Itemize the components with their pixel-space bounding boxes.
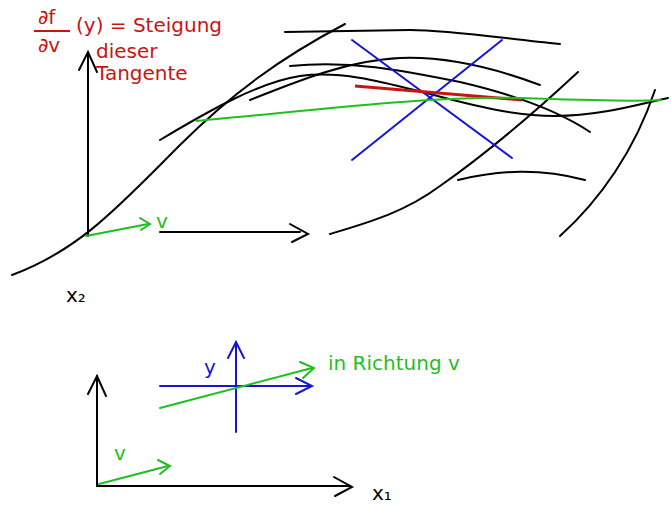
direction-note: in Richtung v [328,352,460,374]
fraction-denominator: ∂v [38,34,60,56]
axis-label: x₁ [372,482,392,504]
surface-sketch [12,24,668,275]
fraction-bar [34,30,70,32]
plane-axes [88,376,352,496]
direction-line [99,362,314,484]
vector-label: v [156,210,168,232]
point-label: y [204,356,216,378]
direction-curve [196,98,662,121]
direction-vector [86,218,150,236]
vector-label: v [114,442,126,464]
slope-note: dieser Tangente [96,40,186,84]
slope-formula: (y) = Steigung [76,14,222,36]
fraction-numerator: ∂f [38,6,55,28]
point-axes [160,342,312,432]
axis-label: x₂ [66,284,86,306]
